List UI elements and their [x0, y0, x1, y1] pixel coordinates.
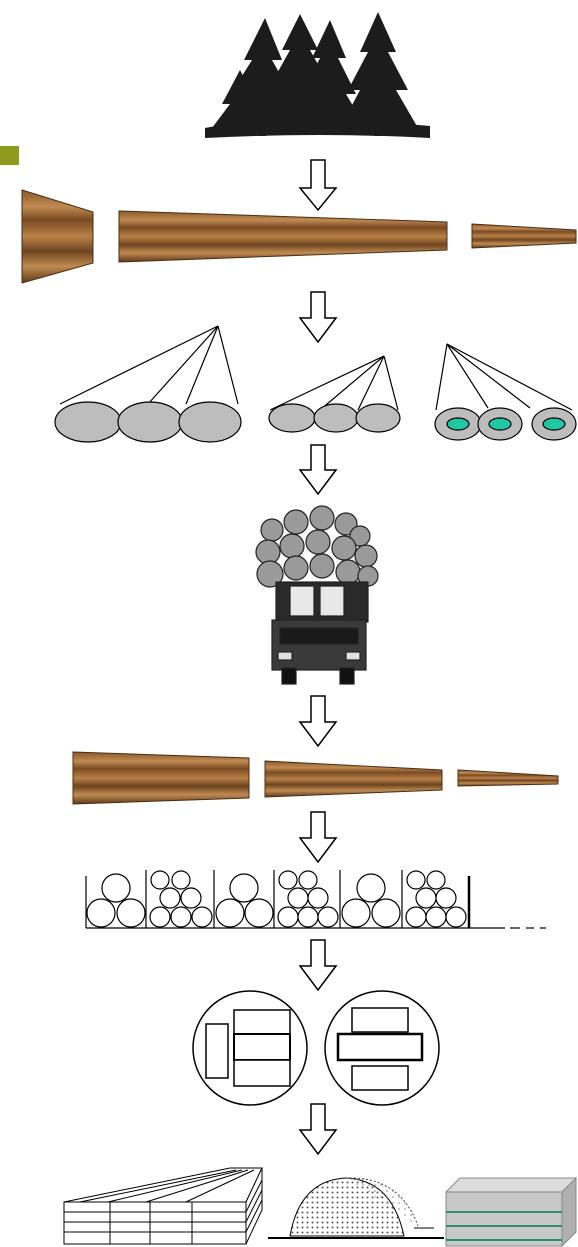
flow-arrow-5 [298, 811, 338, 864]
flow-arrow-2 [298, 291, 338, 344]
flow-arrow-1 [298, 159, 338, 212]
flow-arrow-6 [298, 939, 338, 992]
log-piles-icon [85, 870, 546, 929]
log-truck-icon [255, 505, 379, 685]
flow-arrow-4 [298, 695, 338, 748]
sawing-patterns-icon [192, 990, 440, 1106]
flow-arrow-3 [298, 444, 338, 496]
lumber-products-icon [63, 1167, 577, 1247]
tree-stem-sections-icon [21, 189, 577, 284]
forest-icon [205, 12, 430, 138]
slide-accent-marker [0, 146, 19, 165]
sorted-logs-icon [72, 751, 559, 805]
log-bucking-icon [54, 325, 577, 443]
flow-arrow-7 [298, 1103, 338, 1156]
